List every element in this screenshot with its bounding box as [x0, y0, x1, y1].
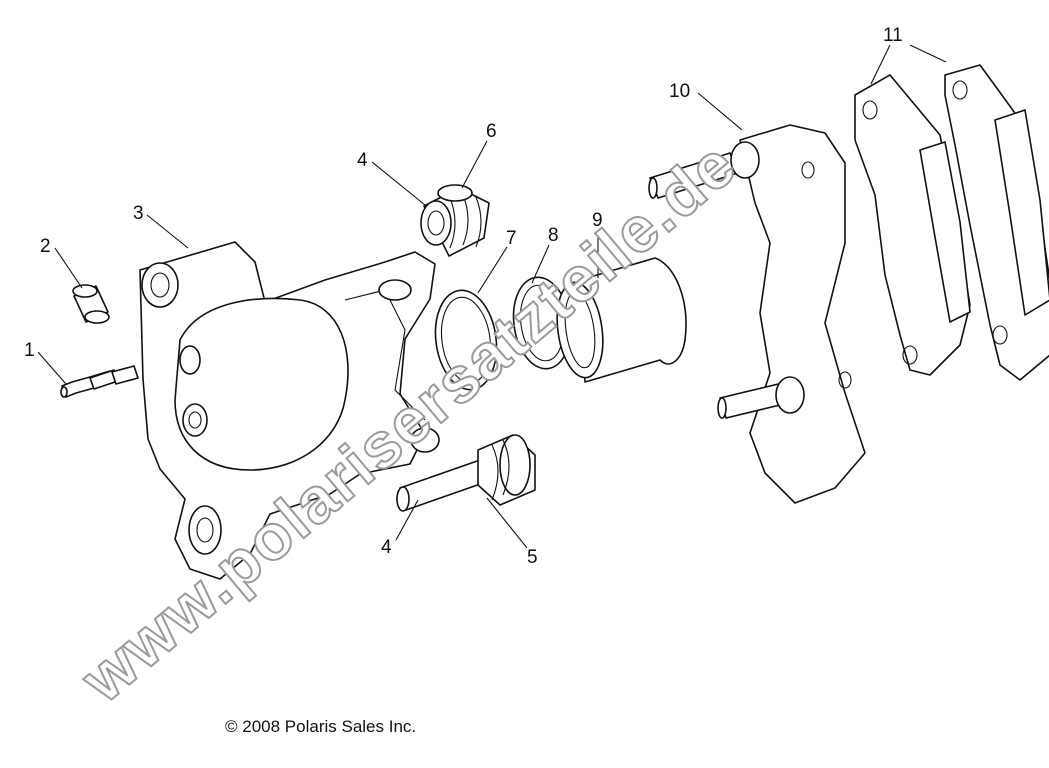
part-6-pin-boot [437, 184, 473, 202]
callout-4-lower: 4 [381, 537, 392, 558]
callout-4-upper: 4 [357, 150, 368, 171]
part-3-caliper-housing [139, 241, 440, 580]
part-11-brake-pads [854, 64, 1049, 381]
callouts: 1 2 3 4 6 7 8 9 10 11 4 5 [24, 25, 947, 568]
callout-1: 1 [24, 340, 35, 361]
callout-6: 6 [486, 121, 497, 142]
callout-9: 9 [592, 210, 603, 231]
callout-3: 3 [133, 203, 144, 224]
callout-11: 11 [883, 25, 903, 46]
part-5-slide-pin [396, 434, 536, 512]
part-9-piston [556, 257, 687, 383]
part-10-caliper-bracket [648, 124, 866, 504]
part-2-bushing [72, 284, 110, 324]
callout-8: 8 [548, 225, 559, 246]
part-7-piston-seal [434, 289, 498, 391]
callout-10: 10 [669, 81, 690, 102]
part-1-bleeder-screw [60, 365, 139, 398]
callout-7: 7 [506, 228, 517, 249]
copyright-notice: © 2008 Polaris Sales Inc. [225, 717, 417, 736]
callout-5: 5 [527, 547, 538, 568]
callout-2: 2 [40, 236, 51, 257]
